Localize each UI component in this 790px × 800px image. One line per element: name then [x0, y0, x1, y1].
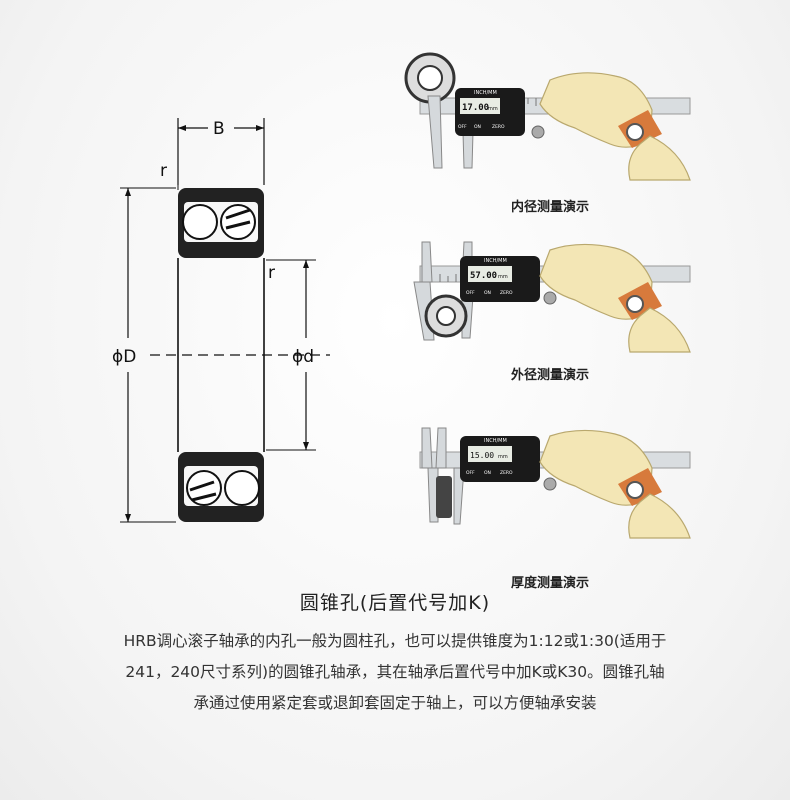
caliper-off-label: OFF: [466, 290, 475, 296]
caliper-unit: mm: [488, 106, 498, 112]
caliper-off-label: OFF: [466, 470, 475, 476]
outer-diameter-demo: 57.00 mm INCH/MM OFF ON ZERO 外径测量演示: [400, 238, 710, 388]
radius-label-top: r: [160, 161, 167, 181]
description-text: HRB调心滚子轴承的内孔一般为圆柱孔，也可以提供锥度为1:12或1:30(适用于…: [40, 626, 750, 719]
caliper-on-label: ON: [474, 124, 481, 130]
caliper-illustration: 17.00 mm INCH/MM OFF ON ZERO: [404, 52, 691, 181]
caliper-illustration: 57.00 mm INCH/MM OFF ON ZERO: [413, 241, 691, 353]
caliper-off-label: OFF: [458, 124, 467, 130]
outer-diameter-label: ϕD: [112, 347, 136, 367]
caliper-unit: mm: [498, 454, 508, 460]
radius-label-inner: r: [268, 263, 275, 283]
demo-caption: 厚度测量演示: [510, 576, 589, 591]
thickness-demo: 15.00 mm INCH/MM OFF ON ZERO 厚度测量演示: [400, 412, 710, 591]
inner-diameter-demo: 17.00 mm INCH/MM OFF ON ZERO 内径测量演示: [400, 40, 710, 215]
bearing-cross-section-diagram: B r ϕD r ϕd: [100, 110, 340, 540]
caliper-reading: 17.00: [462, 103, 489, 113]
caliper-demos: 17.00 mm INCH/MM OFF ON ZERO 内径测量演示: [400, 40, 710, 591]
caliper-reading: 57.00: [470, 271, 497, 281]
caliper-zero-label: ZERO: [500, 470, 513, 476]
caliper-on-label: ON: [484, 290, 491, 296]
caliper-brand: INCH/MM: [484, 438, 507, 444]
caliper-brand: INCH/MM: [484, 258, 507, 264]
caliper-zero-label: ZERO: [492, 124, 505, 130]
description-line: 承通过使用紧定套或退卸套固定于轴上，可以方便轴承安装: [193, 694, 597, 712]
caliper-unit: mm: [498, 274, 508, 280]
width-label-b: B: [213, 119, 225, 139]
demo-caption: 内径测量演示: [510, 200, 589, 215]
caliper-illustration: 15.00 mm INCH/MM OFF ON ZERO: [419, 427, 691, 539]
caliper-on-label: ON: [484, 470, 491, 476]
caliper-reading: 15.00: [470, 451, 494, 460]
demo-caption: 外径测量演示: [510, 368, 589, 383]
section-title: 圆锥孔(后置代号加K): [299, 592, 491, 614]
caliper-brand: INCH/MM: [474, 90, 497, 96]
description-line: HRB调心滚子轴承的内孔一般为圆柱孔，也可以提供锥度为1:12或1:30(适用于: [123, 632, 667, 650]
caliper-zero-label: ZERO: [500, 290, 513, 296]
description-line: 241，240尺寸系列)的圆锥孔轴承，其在轴承后置代号中加K或K30。圆锥孔轴: [125, 663, 665, 681]
inner-diameter-label: ϕd: [292, 347, 314, 367]
